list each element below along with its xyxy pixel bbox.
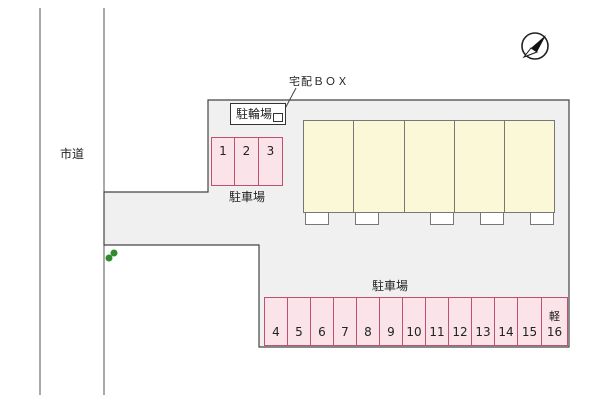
parking-slot: 9 (379, 297, 403, 346)
parking-slot: 7 (333, 297, 357, 346)
parking-slot-number: 6 (318, 325, 326, 339)
entrance-step (530, 212, 554, 225)
parking-slot: 13 (471, 297, 495, 346)
entrance-step (355, 212, 379, 225)
parking-slot: 12 (448, 297, 472, 346)
parking-slot: 1 (211, 137, 235, 186)
apartment-unit (454, 120, 505, 213)
entrance-step (480, 212, 504, 225)
parking-slot-number: 2 (242, 144, 251, 158)
tree-icon (110, 249, 118, 257)
parking-slot-number: 15 (521, 325, 538, 339)
parking-slot-number: 12 (452, 325, 468, 339)
kei-slot-label: 軽 (549, 310, 560, 323)
parking-lower-label: 駐車場 (372, 279, 409, 293)
apartment-unit (404, 120, 455, 213)
parking-slot-number: 11 (429, 325, 445, 339)
parking-slot: 5 (287, 297, 311, 346)
parking-slot-number: 8 (364, 325, 372, 339)
parking-slot-number: 5 (295, 325, 303, 339)
apartment-unit (353, 120, 405, 213)
delivery-box-label: 宅配ＢＯＸ (289, 75, 349, 88)
city-road-label: 市道 (60, 147, 85, 161)
parking-slot: 15 (517, 297, 542, 346)
parking-slot-number: 1 (219, 144, 227, 158)
parking-slot: 4 (264, 297, 288, 346)
parking-slot-number: 10 (406, 325, 422, 339)
apartment-unit (303, 120, 354, 213)
parking-slot-number: 3 (266, 144, 275, 158)
parking-slot: 8 (356, 297, 380, 346)
parking-slot-number: 9 (387, 325, 395, 339)
bicycle-parking-box: 駐輪場 (230, 103, 286, 125)
apartment-unit (504, 120, 555, 213)
parking-slot: 11 (425, 297, 449, 346)
parking-slot: 2 (234, 137, 259, 186)
bicycle-parking-label: 駐輪場 (236, 107, 273, 121)
parking-slot-number: 4 (272, 325, 280, 339)
parking-slot-number: 7 (341, 325, 349, 339)
tree-icon (105, 254, 113, 262)
kei-parking-slot: 軽 16 (541, 297, 568, 346)
parking-slot-number: 14 (498, 325, 514, 339)
parking-slot: 10 (402, 297, 426, 346)
parking-slot: 3 (258, 137, 283, 186)
parking-slot: 14 (494, 297, 518, 346)
parking-slot: 6 (310, 297, 334, 346)
delivery-box-icon (273, 113, 283, 122)
parking-slot-number: 16 (546, 325, 563, 339)
north-compass-icon (521, 32, 549, 60)
parking-slot-number: 13 (475, 325, 491, 339)
entrance-step (305, 212, 329, 225)
entrance-step (430, 212, 454, 225)
parking-upper-label: 駐車場 (229, 190, 266, 204)
